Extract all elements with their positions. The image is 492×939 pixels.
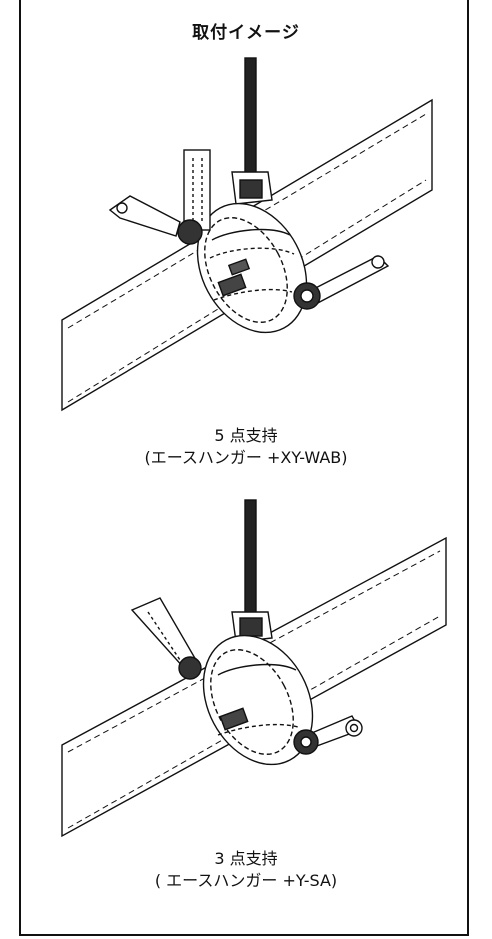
- figure-frame: [19, 0, 469, 936]
- left-arm: [108, 195, 181, 237]
- diagram-5-point-support: [61, 57, 433, 412]
- caption-3-point-product: ( エースハンガー +Y-SA): [154, 871, 338, 890]
- page-title: 取付イメージ: [192, 23, 300, 43]
- band-ring-outer: [196, 202, 308, 334]
- caption-5-point: 5 点支持 (エースハンガー +XY-WAB): [0, 425, 492, 469]
- vertical-bracket: [183, 149, 211, 231]
- caption-5-point-product: (エースハンガー +XY-WAB): [144, 448, 348, 467]
- hanger-rod: [244, 57, 257, 179]
- band-ring-inner: [204, 217, 288, 323]
- caption-5-point-title: 5 点支持: [214, 426, 278, 445]
- caption-3-point-title: 3 点支持: [214, 849, 278, 868]
- caption-3-point: 3 点支持 ( エースハンガー +Y-SA): [0, 848, 492, 892]
